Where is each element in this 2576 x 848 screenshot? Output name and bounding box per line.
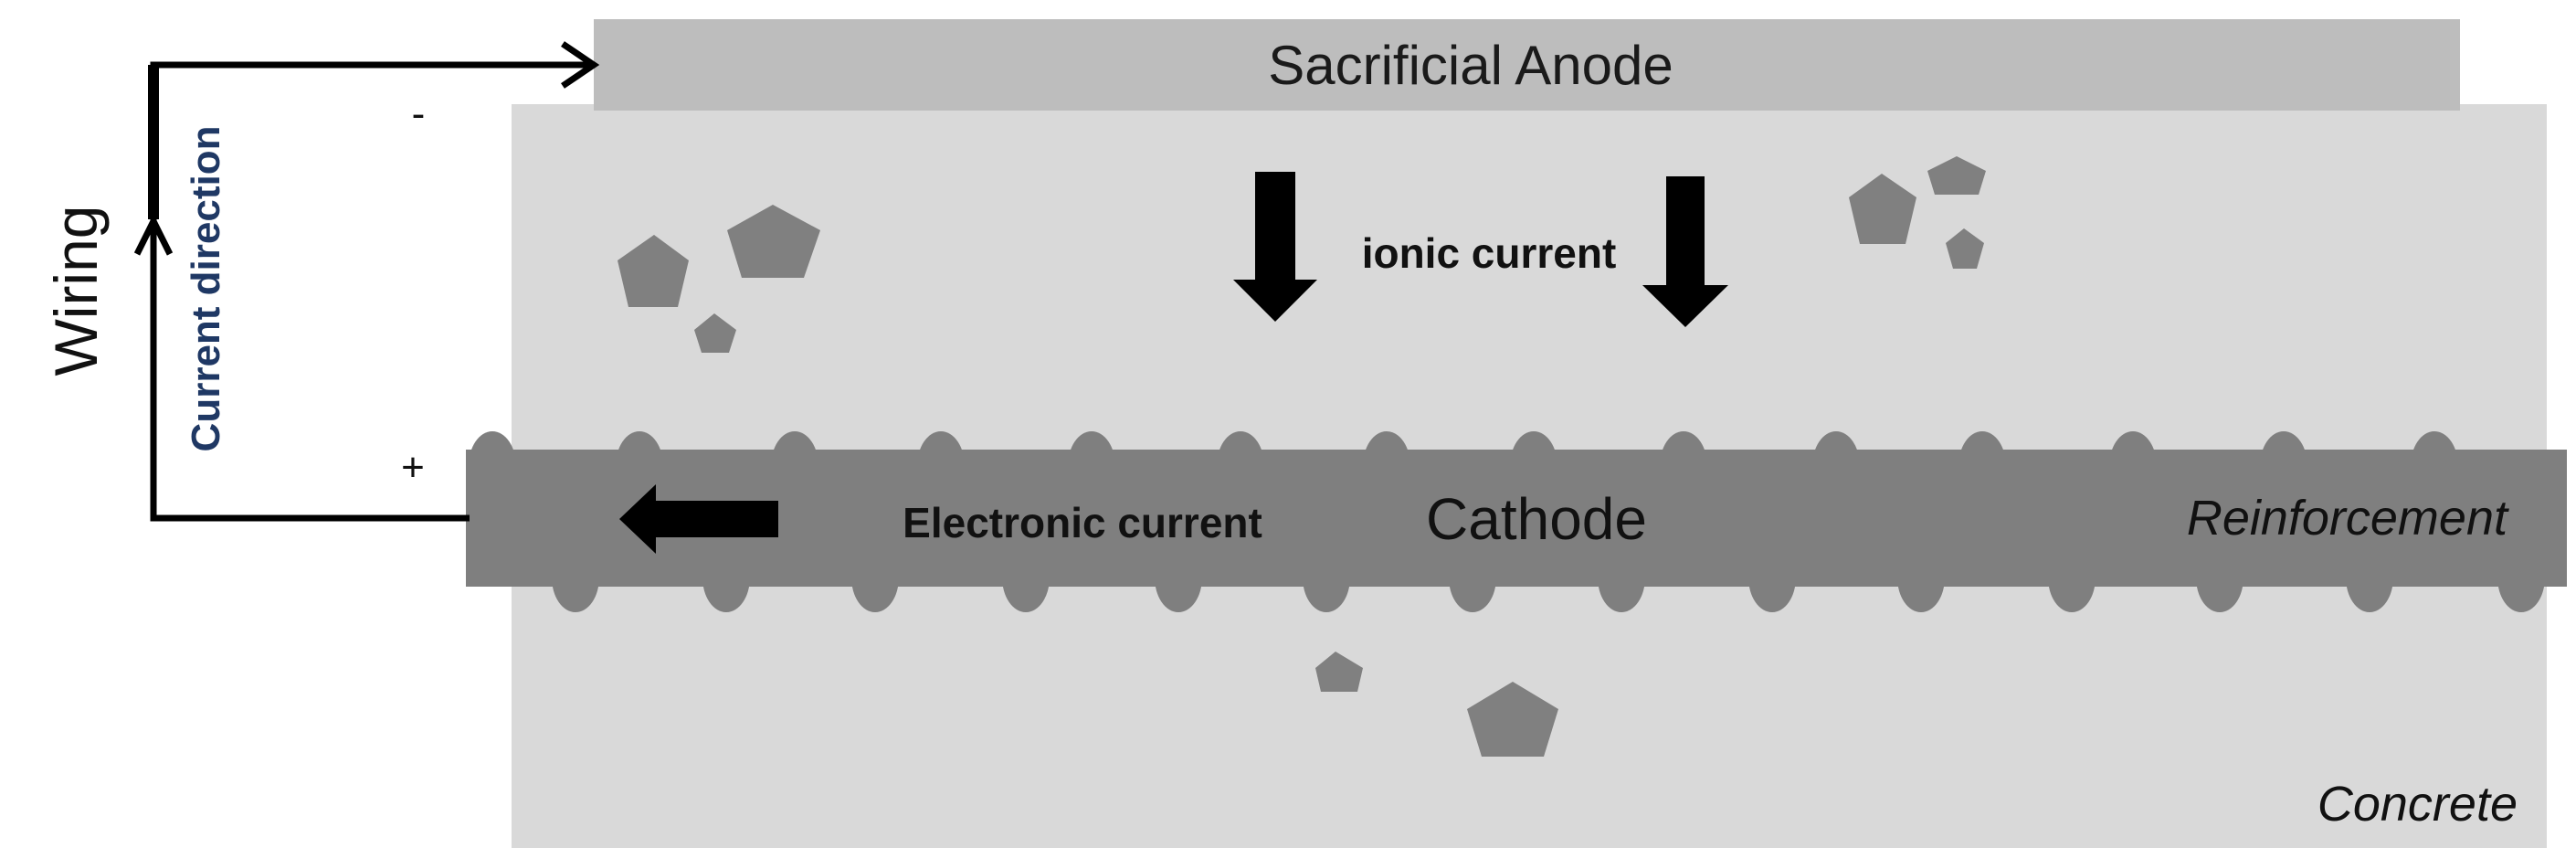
electronic-current-arrow <box>619 484 778 554</box>
current-direction-label: Current direction <box>184 126 228 452</box>
aggregate-stone <box>727 205 820 278</box>
aggregate-stone <box>1467 682 1558 757</box>
concrete-label: Concrete <box>2317 777 2518 832</box>
ionic-current-arrow-left <box>1233 172 1317 322</box>
aggregate-stone <box>618 235 689 307</box>
plus-sign: + <box>401 445 425 490</box>
wire-arrowhead-right <box>561 41 600 89</box>
aggregate-stone <box>1946 228 1984 269</box>
electronic-current-label: Electronic current <box>903 499 1262 546</box>
aggregate-stone <box>1927 156 1986 195</box>
anode-label: Sacrificial Anode <box>1268 35 1673 96</box>
aggregate-stone <box>694 313 736 353</box>
reinforcement-label: Reinforcement <box>2187 491 2509 546</box>
ionic-current-label: ionic current <box>1362 229 1617 277</box>
aggregates <box>618 156 1986 757</box>
minus-sign: - <box>412 91 426 136</box>
wire-bottom <box>150 219 470 522</box>
wiring-label: Wiring <box>42 205 110 376</box>
sacrificial-anode <box>594 19 2460 111</box>
cathode-label: Cathode <box>1426 486 1647 552</box>
aggregate-stone <box>1315 652 1363 692</box>
wire-arrowhead-up <box>133 214 174 256</box>
aggregate-stone <box>1849 174 1916 244</box>
reinforcement-bar <box>466 450 2567 587</box>
ionic-current-arrow-right <box>1642 176 1728 327</box>
